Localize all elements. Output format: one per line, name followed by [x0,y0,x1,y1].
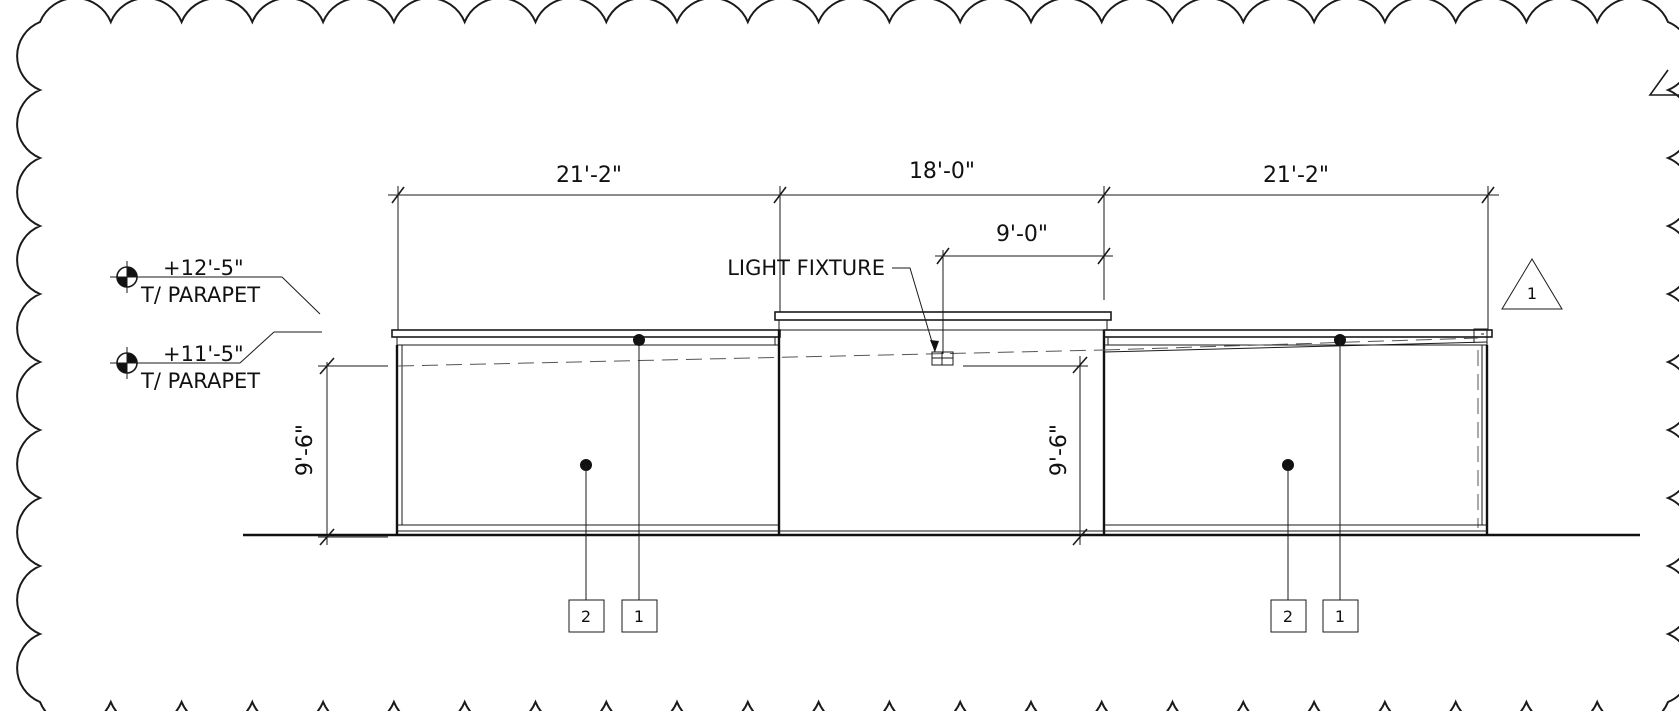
dim-left-bay: 21'-2" [556,163,622,188]
keynote-right-2: 2 [1283,607,1293,626]
roof-slope-line-left [397,349,1105,367]
level-lower-name: T/ PARAPET [140,369,260,393]
revision-triangle-partial [1648,69,1679,96]
keynote-box-right-1 [1322,599,1359,633]
dim-right-bay: 21'-2" [1263,163,1329,188]
keynote-left-2: 2 [581,607,591,626]
dim-center-height: 9'-6" [1047,424,1072,476]
light-fixture-label: LIGHT FIXTURE [727,256,885,280]
dim-left-height: 9'-6" [293,424,318,476]
dim-half-center: 9'-0" [996,222,1048,247]
keynote-box-left-2 [568,599,605,633]
left-height-dimension [318,357,388,546]
keynote-right-1: 1 [1335,607,1345,626]
revision-triangle [1501,258,1563,310]
level-upper-name: T/ PARAPET [140,283,260,307]
level-marker-lower [110,331,322,379]
level-upper-elevation: +12'-5" [163,256,244,280]
keynote-box-left-1 [621,599,658,633]
light-fixture-leader [892,267,936,353]
level-lower-elevation: +11'-5" [163,342,244,366]
revision-cloud [16,0,1679,711]
roof-slope-line-right [1103,337,1479,351]
dim-center-bay: 18'-0" [909,159,975,184]
right-bay [1103,328,1493,535]
center-height-dimension [963,356,1088,546]
left-bay [391,329,781,535]
top-dimension-string [388,186,1499,330]
roof-slope-line-right-solid [1103,341,1488,353]
keynote-left-1: 1 [634,607,644,626]
revision-triangle-number: 1 [1527,284,1537,303]
keynote-box-right-2 [1270,599,1307,633]
half-center-dimension [935,247,1113,354]
level-marker-upper [110,261,321,315]
